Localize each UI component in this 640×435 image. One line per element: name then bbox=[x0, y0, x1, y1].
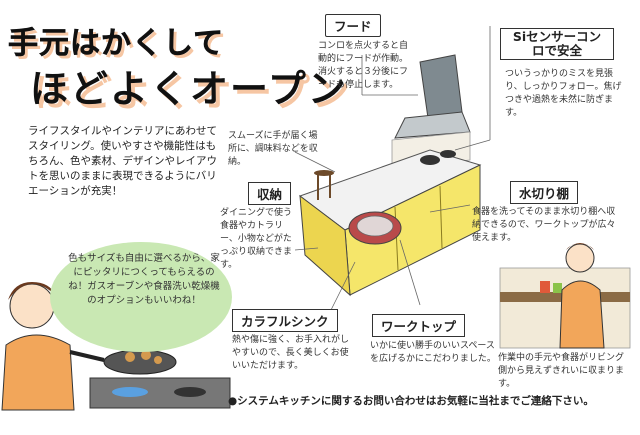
footer-note: ●システムキッチンに関するお問い合わせはお気軽に当社までご連絡下さい。 bbox=[228, 395, 594, 407]
speech-bubble-text: 色もサイズも自由に選べるから、家にピッタリにつくってもらえるのね！ガスオーブンや… bbox=[68, 253, 220, 306]
handside-text: 作業中の手元や食器がリビング側から見えずきれいに収まります。 bbox=[498, 353, 625, 389]
sensor-text: ついうっかりのミスを見張り、しっかりフォロー。焦げつきや過熱を未然に防ぎます。 bbox=[505, 69, 622, 118]
stool-icon bbox=[314, 170, 334, 176]
drain-rack-title: 水切り棚 bbox=[510, 181, 579, 204]
gas-stove-icon bbox=[89, 377, 231, 409]
hood-title: フード bbox=[325, 14, 381, 37]
cup-icon bbox=[540, 281, 550, 293]
storage-text: ダイニングで使う食器やカトラリー、小物などがたっぷり収納できます。 bbox=[220, 208, 293, 270]
woman-right-icon bbox=[565, 243, 595, 273]
range-hood-icon bbox=[419, 54, 463, 119]
sensor-title: Siセンサーコンロで安全 bbox=[500, 28, 614, 60]
worktop-text: いかに使い勝手のいいスペースを広げるかにこだわりました。 bbox=[370, 341, 496, 364]
stove-burner-icon bbox=[420, 155, 440, 165]
woman-left-icon bbox=[9, 283, 55, 329]
reach-text: スムーズに手が届く場所に、調味料などを収納。 bbox=[228, 131, 318, 167]
storage-title: 収納 bbox=[248, 182, 292, 205]
headline-line1: 手元はかくして bbox=[8, 26, 225, 62]
hood-text: コンロを点火すると自動的にフードが作動。消火すると３分後にフードも停止します。 bbox=[318, 41, 409, 90]
speech-bubble bbox=[50, 242, 232, 352]
sink-text: 熱や傷に強く、お手入れがしやすいので、長く美しくお使いいただけます。 bbox=[232, 335, 350, 371]
worktop-title: ワークトップ bbox=[372, 314, 466, 337]
drain-rack-text: 食器を洗ってそのまま水切り棚へ収納できるので、ワークトップが広々使えます。 bbox=[472, 207, 616, 243]
intro-text: ライフスタイルやインテリアにあわせてスタイリング。使いやすさや機能性はもちろん、… bbox=[28, 125, 217, 197]
sink-title: カラフルシンク bbox=[232, 309, 338, 332]
headline-line2: ほどよくオープン bbox=[30, 67, 348, 111]
frying-pan-icon bbox=[103, 349, 177, 375]
